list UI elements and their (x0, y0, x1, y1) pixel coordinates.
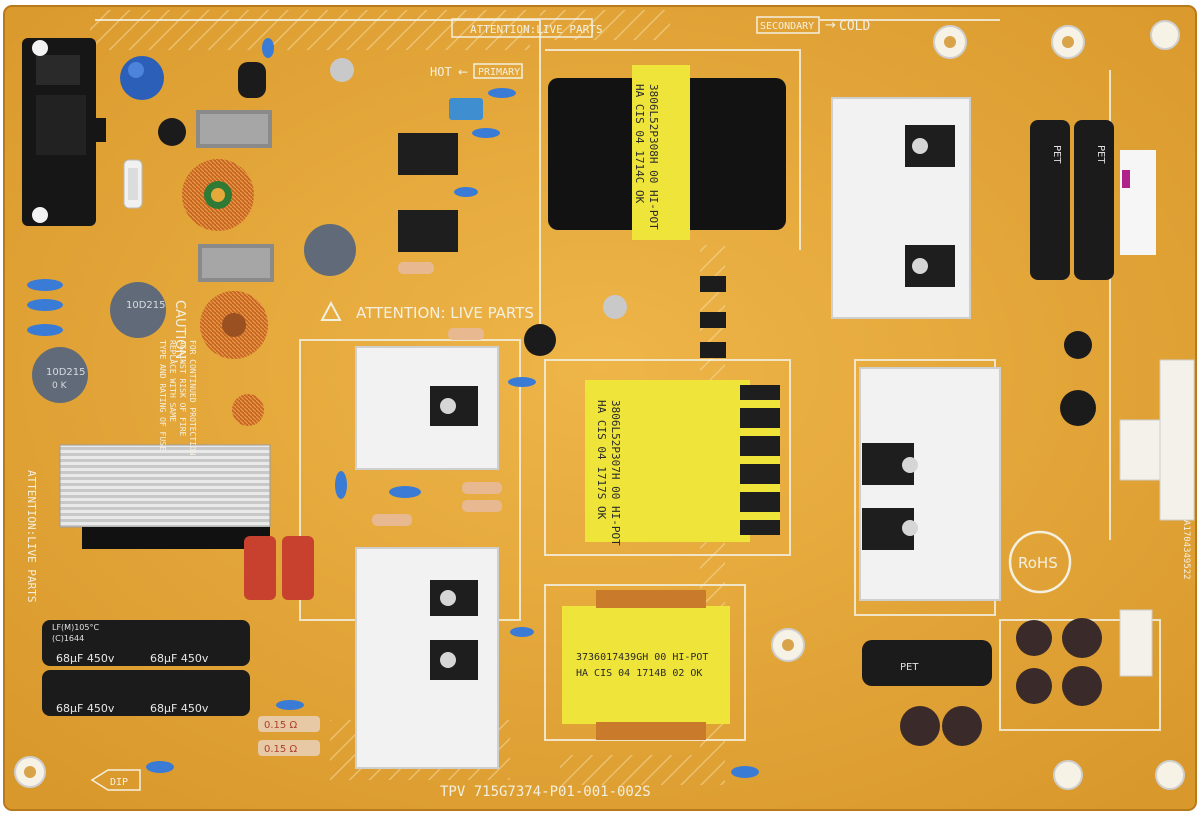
bridge-heatsink (59, 444, 271, 549)
transformer-top-line-2: HA CIS 04 1714C OK (633, 84, 646, 204)
secondary-label: SECONDARY (760, 21, 814, 32)
barcode-sticker (1120, 150, 1156, 255)
current-sense-resistors (258, 716, 320, 756)
transformer-bot-line-1: 3736017439GH 00 HI-POT (576, 652, 708, 663)
pet-label-1: PET (1051, 145, 1062, 164)
transformer-top-black (548, 65, 786, 240)
transformer-top-label: 3806L52P308H 00 HI-POT HA CIS 04 1714C O… (633, 84, 660, 230)
mosfets (398, 133, 458, 252)
common-mode-chokes (182, 110, 274, 426)
resistor-label-1: 0.15 Ω (264, 720, 297, 731)
caution-line-2: AGAINST RISK OF FIRE (178, 340, 187, 437)
serial-right-label: A1704349522 (1181, 520, 1191, 580)
ac-inlet-connector (22, 38, 106, 226)
fuse (123, 159, 143, 209)
varistor-code: 10D215 (126, 300, 166, 311)
heatsink-mosfets (430, 125, 955, 680)
rohs-mark: RoHS (1018, 554, 1058, 572)
board-id-label: TPV 715G7374-P01-001-002S (440, 784, 651, 800)
transformer-middle-yellow (585, 380, 780, 542)
caution-label: CAUTION: (172, 300, 187, 364)
dip-arrow-icon (90, 769, 141, 791)
bulk-cap-series: LF(M)105°C (52, 623, 99, 632)
attention-left-label: ATTENTION:LIVE PARTS (25, 470, 38, 602)
bulk-cap-rating-3: 68µF 450v (56, 702, 115, 715)
resistor-label-2: 0.15 Ω (264, 744, 297, 755)
caution-line-3: REPLACE WITH SAME (168, 340, 177, 422)
caution-line-4: TYPE AND RATING OF FUSE (158, 340, 167, 451)
bulk-cap-rating-1: 68µF 450v (56, 652, 115, 665)
transformer-bot-line-2: HA CIS 04 1714B 02 OK (576, 668, 702, 679)
cold-label: COLD (839, 19, 870, 34)
dip-label: DIP (110, 777, 128, 788)
pet-label-2: PET (1095, 145, 1106, 164)
secondary-electrolytics (524, 120, 1114, 746)
film-capacitors (244, 536, 314, 600)
varistor-code-2: 10D215 (46, 367, 86, 378)
optocouplers (700, 276, 726, 358)
transformer-bottom-yellow (562, 590, 730, 740)
bulk-cap-rating-4: 68µF 450v (150, 702, 209, 715)
heatsink-screws (440, 138, 928, 668)
transformer-top-line-1: 3806L52P308H 00 HI-POT (647, 84, 660, 230)
varistor-sub: 0 K (52, 381, 68, 391)
transformer-mid-line-1: 3806L52P307H 00 HI-POT (609, 400, 622, 546)
attention-top-label: ATTENTION:LIVE PARTS (470, 23, 602, 36)
bulk-capacitors (42, 620, 250, 716)
bulk-cap-code: (C)1644 (52, 634, 84, 643)
caution-line-1: FOR CONTINUED PROTECTION (188, 340, 197, 456)
arrow-left-icon: ← (458, 65, 468, 79)
rohs-circle (1008, 530, 1072, 594)
small-electrolytics (158, 58, 354, 146)
hot-label: HOT (430, 65, 452, 79)
arrow-right-icon: → (825, 18, 836, 33)
blue-capacitors (27, 38, 759, 778)
output-connectors (1119, 359, 1195, 677)
primary-label: PRIMARY (478, 67, 520, 78)
transformer-mid-line-2: HA CIS 04 1717S OK (595, 400, 608, 520)
pet-label-3: PET (900, 662, 919, 673)
through-hole-resistors (372, 262, 502, 526)
warning-triangle-icon (320, 300, 342, 321)
attention-mid-label: ATTENTION: LIVE PARTS (356, 304, 534, 322)
bulk-cap-rating-2: 68µF 450v (150, 652, 209, 665)
varistors (32, 224, 356, 403)
